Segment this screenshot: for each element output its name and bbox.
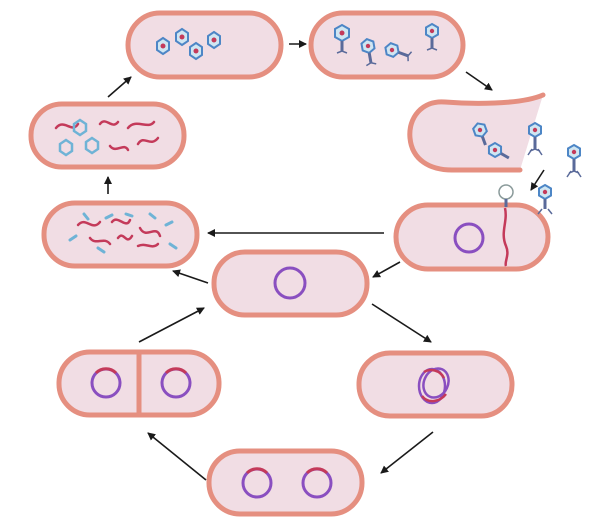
- cell-lysogen-division: [206, 448, 365, 517]
- cell-wall: [41, 200, 200, 269]
- arrow-8-to-9: [380, 431, 434, 474]
- phage-icon: [384, 42, 413, 62]
- phage-icon: [537, 183, 553, 215]
- cell-wall: [356, 350, 515, 419]
- phage-head-icon: [156, 36, 170, 56]
- arrow-7-to-1: [107, 76, 132, 98]
- cell-lysing: [407, 92, 582, 178]
- arrow-2-to-3: [465, 71, 493, 91]
- arrow-4-to-5: [372, 261, 401, 278]
- phage-dna-fragments: [76, 218, 162, 248]
- cell-wall: [28, 101, 187, 170]
- arrow-3-to-4: [530, 169, 545, 191]
- cycle-arrows: [104, 40, 545, 481]
- phage-ghost-icon: [498, 184, 514, 207]
- chromosome: [273, 266, 307, 300]
- cell-wall: [211, 249, 370, 318]
- cell-injection: [393, 183, 553, 272]
- integrated-chromosome: [417, 367, 450, 405]
- prophage-segment: [94, 367, 118, 375]
- phage-icon: [425, 22, 439, 51]
- prophage-segment: [164, 367, 188, 375]
- phage-icon: [566, 143, 582, 178]
- phage-icon: [472, 122, 488, 146]
- cell-integration: [356, 350, 515, 419]
- chromosome: [453, 222, 485, 254]
- arrow-10-to-5: [138, 307, 205, 343]
- prophage-segment: [305, 467, 329, 475]
- prophage-segment: [245, 467, 269, 475]
- arrow-5-to-6: [172, 269, 209, 284]
- cell-progeny-assembled: [125, 10, 284, 80]
- phage-head-icon: [207, 30, 221, 50]
- phage-head-icon: [175, 27, 189, 47]
- cell-wall: [125, 10, 284, 80]
- phage-icon: [487, 141, 510, 160]
- phage-head-icon: [189, 41, 203, 61]
- phage-icon: [527, 121, 543, 156]
- phage-icon: [334, 23, 350, 54]
- cell-replication: [41, 200, 200, 269]
- cell-wall: [393, 202, 551, 272]
- capsid-shells: [58, 118, 100, 157]
- cell-progeny-released: [308, 10, 466, 80]
- phage-icon: [360, 37, 377, 67]
- phage-dna: [502, 207, 509, 267]
- arrow-9-to-10: [147, 432, 207, 481]
- capsid-parts: [68, 212, 178, 254]
- cell-host: [211, 249, 370, 318]
- arrow-5-to-8: [371, 303, 432, 343]
- cell-wall: [206, 448, 365, 517]
- phage-dna-strands: [54, 120, 160, 152]
- cell-assembly: [28, 101, 187, 170]
- cell-daughters: [56, 349, 222, 418]
